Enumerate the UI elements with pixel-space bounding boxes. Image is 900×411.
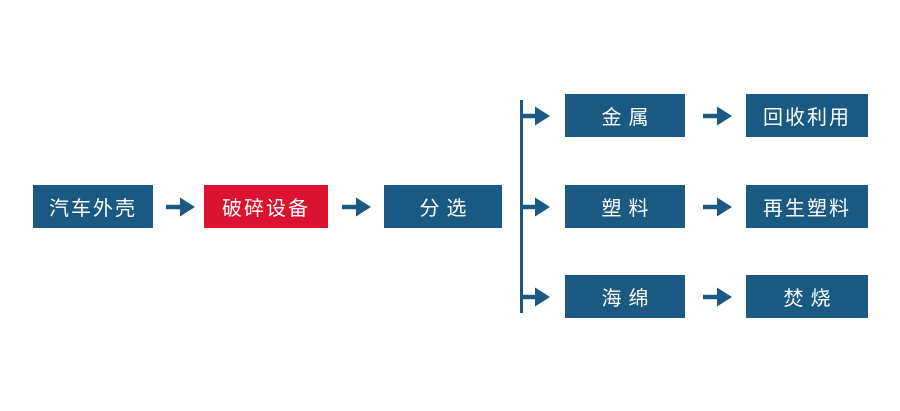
- node-sponge: 海绵: [565, 275, 685, 318]
- arrow-right-icon: [342, 197, 371, 217]
- node-label: 汽车外壳: [49, 196, 137, 220]
- node-label: 再生塑料: [763, 196, 851, 220]
- node-label: 回收利用: [763, 105, 851, 129]
- node-incineration: 焚烧: [746, 275, 868, 318]
- node-label: 分选: [419, 196, 474, 220]
- node-car-shell: 汽车外壳: [33, 185, 153, 228]
- arrow-right-icon: [521, 106, 550, 126]
- node-label: 海绵: [601, 286, 656, 310]
- node-recycling: 回收利用: [746, 94, 868, 137]
- node-label: 金属: [601, 105, 656, 129]
- arrow-right-icon: [521, 197, 550, 217]
- arrow-right-icon: [166, 197, 195, 217]
- node-recycled-plastic: 再生塑料: [746, 185, 868, 228]
- arrow-right-icon: [703, 106, 732, 126]
- arrow-right-icon: [703, 197, 732, 217]
- arrow-right-icon: [521, 287, 550, 307]
- arrow-right-icon: [703, 287, 732, 307]
- node-metal: 金属: [565, 94, 685, 137]
- node-sorting: 分选: [384, 185, 502, 228]
- node-label: 破碎设备: [222, 196, 310, 220]
- node-label: 塑料: [601, 196, 656, 220]
- node-label: 焚烧: [783, 286, 838, 310]
- node-plastic: 塑料: [565, 185, 685, 228]
- node-crushing-equipment: 破碎设备: [204, 185, 328, 228]
